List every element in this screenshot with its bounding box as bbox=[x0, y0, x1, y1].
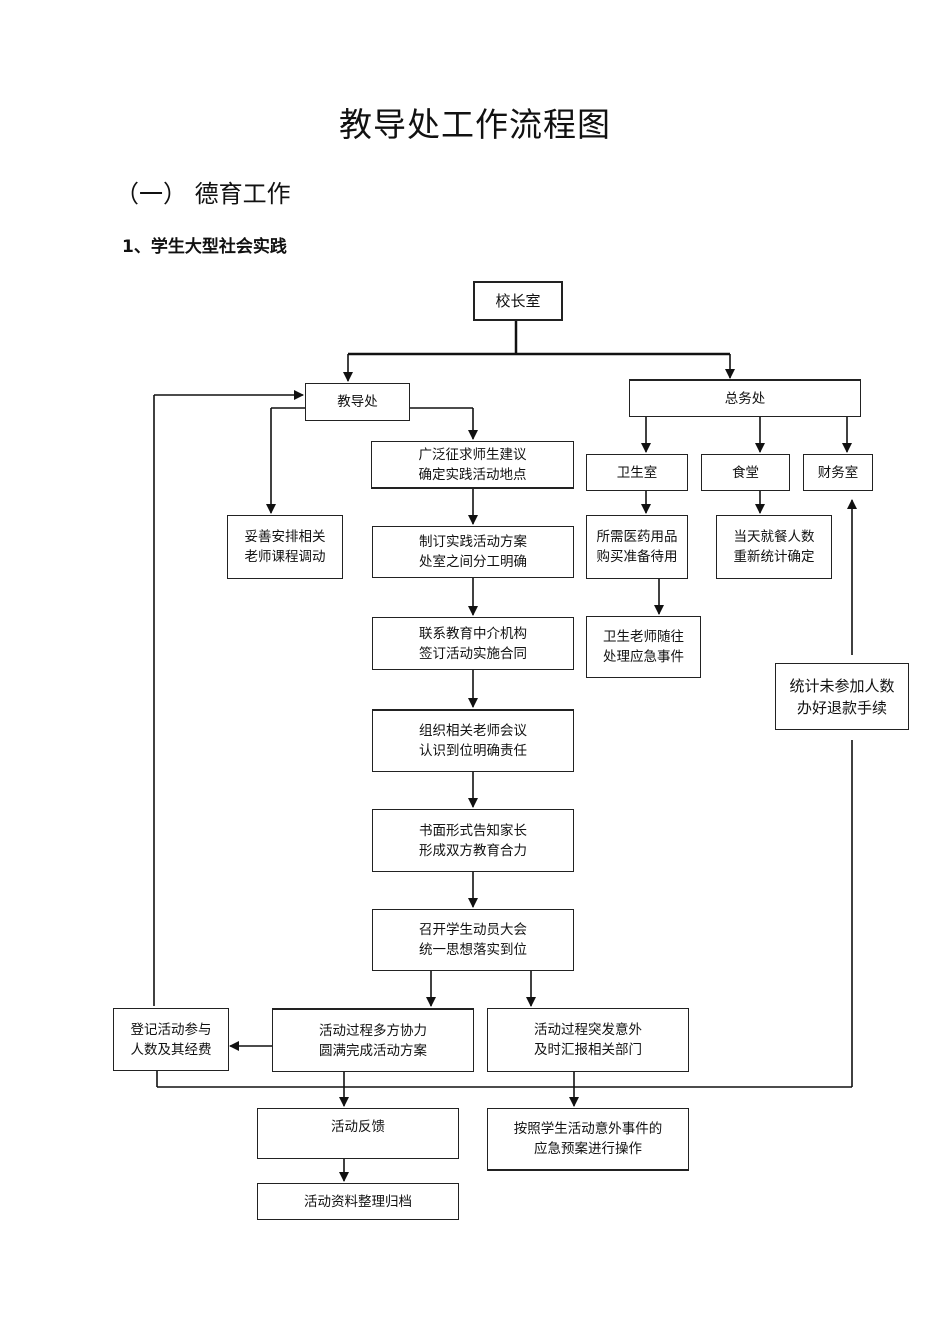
node-finance: 财务室 bbox=[803, 454, 873, 491]
node-general-affairs: 总务处 bbox=[629, 379, 861, 417]
node-academic-affairs: 教导处 bbox=[305, 383, 410, 421]
node-canteen: 食堂 bbox=[701, 454, 790, 491]
node-emergency-plan: 按照学生活动意外事件的 应急预案进行操作 bbox=[487, 1108, 689, 1171]
node-teacher-meeting: 组织相关老师会议 认识到位明确责任 bbox=[372, 709, 574, 772]
node-register: 登记活动参与 人数及其经费 bbox=[113, 1008, 229, 1071]
node-arrange-teachers: 妥善安排相关 老师课程调动 bbox=[227, 515, 343, 579]
node-make-plan: 制订实践活动方案 处室之间分工明确 bbox=[372, 526, 574, 578]
node-emergency-report: 活动过程突发意外 及时汇报相关部门 bbox=[487, 1008, 689, 1072]
node-collect-suggestions: 广泛征求师生建议 确定实践活动地点 bbox=[371, 441, 574, 489]
node-notify-parents: 书面形式告知家长 形成双方教育合力 bbox=[372, 809, 574, 872]
node-buy-medicine: 所需医药用品 购买准备待用 bbox=[586, 515, 688, 579]
node-cooperate: 活动过程多方协力 圆满完成活动方案 bbox=[272, 1008, 474, 1072]
subsection-heading: 1、学生大型社会实践 bbox=[122, 237, 287, 257]
node-archive: 活动资料整理归档 bbox=[257, 1183, 459, 1220]
node-refund: 统计未参加人数 办好退款手续 bbox=[775, 663, 909, 730]
node-feedback: 活动反馈 bbox=[257, 1108, 459, 1159]
node-student-assembly: 召开学生动员大会 统一思想落实到位 bbox=[372, 909, 574, 971]
node-principal: 校长室 bbox=[473, 281, 563, 321]
section-heading: （一） 德育工作 bbox=[115, 180, 291, 208]
node-clinic-teacher: 卫生老师随往 处理应急事件 bbox=[586, 616, 701, 678]
node-count-meals: 当天就餐人数 重新统计确定 bbox=[716, 515, 832, 579]
node-clinic: 卫生室 bbox=[586, 454, 688, 491]
page-title: 教导处工作流程图 bbox=[339, 105, 611, 144]
node-contact-agency: 联系教育中介机构 签订活动实施合同 bbox=[372, 617, 574, 670]
